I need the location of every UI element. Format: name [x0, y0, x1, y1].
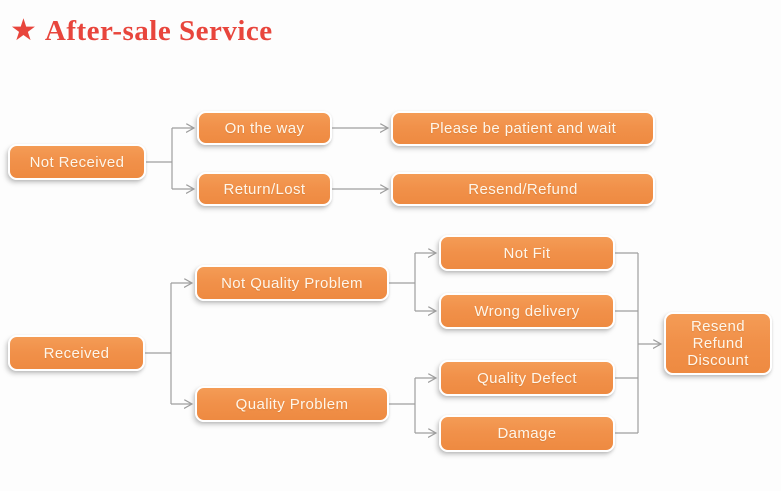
node-not-quality-problem: Not Quality Problem: [195, 265, 389, 301]
node-please-be-patient-and-wait: Please be patient and wait: [391, 111, 655, 146]
node-quality-problem: Quality Problem: [195, 386, 389, 422]
node-not-fit: Not Fit: [439, 235, 615, 271]
node-received: Received: [8, 335, 145, 371]
node-on-the-way: On the way: [197, 111, 332, 145]
node-line-resend: Resend: [690, 318, 746, 335]
node-not-received: Not Received: [8, 144, 146, 180]
star-icon: ★: [10, 13, 37, 48]
node-damage: Damage: [439, 415, 615, 452]
page-title: ★ After-sale Service: [10, 16, 273, 46]
node-return-lost: Return/Lost: [197, 172, 332, 206]
node-line-discount: Discount: [687, 352, 749, 369]
node-resend-refund-discount: Resend Refund Discount: [664, 312, 772, 375]
node-wrong-delivery: Wrong delivery: [439, 293, 615, 329]
node-resend-refund: Resend/Refund: [391, 172, 655, 206]
node-quality-defect: Quality Defect: [439, 360, 615, 396]
page-title-text: After-sale Service: [44, 14, 273, 47]
node-line-refund: Refund: [692, 335, 744, 352]
